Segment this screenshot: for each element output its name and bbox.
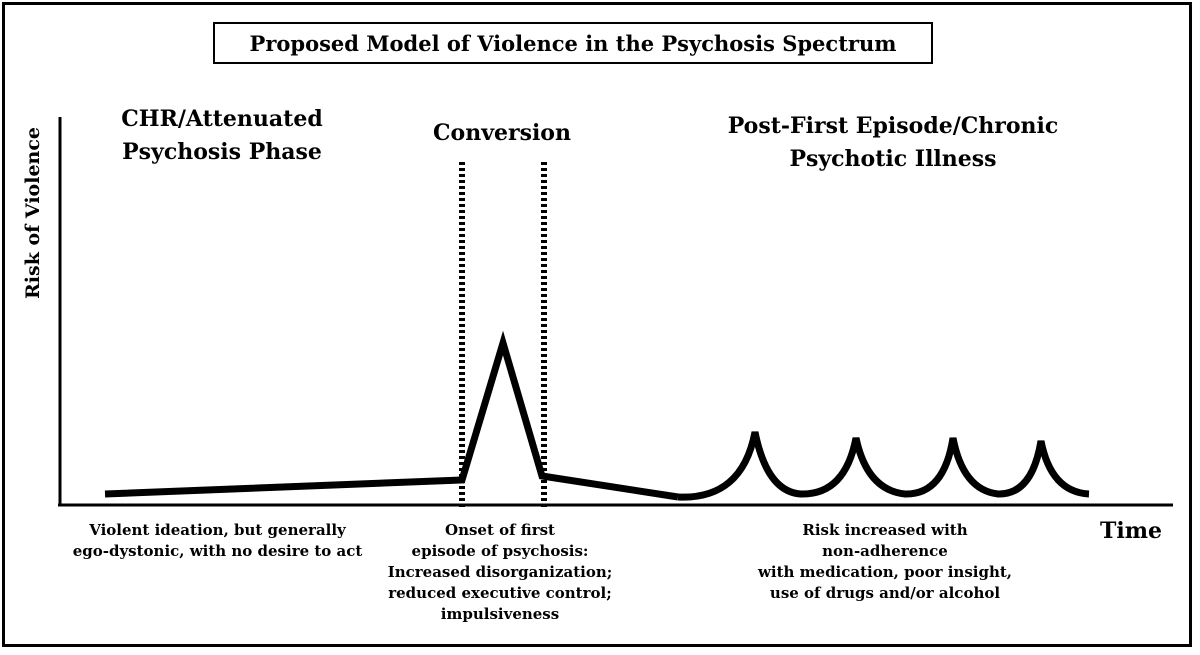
phase-label-conversion: Conversion — [402, 117, 602, 150]
note-post-line1: Risk increased with — [802, 521, 968, 539]
x-axis-label: Time — [1100, 518, 1163, 544]
note-conversion-line4: reduced executive control; — [388, 584, 612, 602]
note-conversion: Onset of first episode of psychosis: Inc… — [375, 520, 625, 625]
risk-curve-chronic-phase — [677, 431, 1090, 501]
note-post-line2: non-adherence — [822, 542, 948, 560]
figure-frame — [2, 2, 1192, 647]
phase-label-chr: CHR/Attenuated Psychosis Phase — [82, 103, 362, 169]
phase-label-post-line1: Post-First Episode/Chronic — [727, 113, 1059, 139]
note-conversion-line2: episode of psychosis: — [411, 542, 589, 560]
phase-label-conversion-line1: Conversion — [433, 120, 571, 146]
phase-label-chr-line1: CHR/Attenuated — [121, 106, 323, 132]
figure-title: Proposed Model of Violence in the Psycho… — [213, 22, 933, 64]
note-chr-line1: Violent ideation, but generally — [89, 521, 346, 539]
phase-label-post-line2: Psychotic Illness — [789, 146, 997, 172]
note-post-line4: use of drugs and/or alcohol — [769, 584, 1001, 602]
note-chr-line2: ego-dystonic, with no desire to act — [72, 542, 363, 560]
phase-label-chr-line2: Psychosis Phase — [122, 139, 322, 165]
phase-label-post: Post-First Episode/Chronic Psychotic Ill… — [688, 110, 1098, 176]
note-post-phase: Risk increased with non-adherence with m… — [725, 520, 1045, 604]
note-post-line3: with medication, poor insight, — [757, 563, 1013, 581]
note-conversion-line5: impulsiveness — [440, 605, 560, 623]
risk-curve-chr-phase — [104, 330, 679, 501]
note-chr-phase: Violent ideation, but generally ego-dyst… — [55, 520, 380, 562]
note-conversion-line1: Onset of first — [445, 521, 555, 539]
figure-title-text: Proposed Model of Violence in the Psycho… — [249, 30, 897, 56]
note-conversion-line3: Increased disorganization; — [387, 563, 613, 581]
